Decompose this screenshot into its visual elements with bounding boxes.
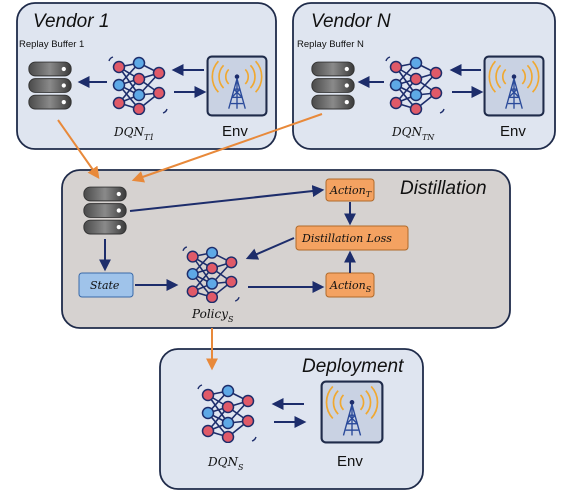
policy-s-label: PolicyS [191, 307, 234, 324]
state-label: State [90, 279, 120, 292]
vendor-1-env-label: Env [222, 123, 248, 140]
vendor-n-panel: Vendor N Replay Buffer N DQNTN Env [292, 2, 556, 150]
distillation-title: Distillation [400, 178, 487, 199]
dqn-t1-label: DQNT1 [113, 125, 154, 142]
replay-buffer-n-label: Replay Buffer N [297, 39, 364, 50]
vendor-n-title: Vendor N [311, 11, 391, 32]
replay-buffer-1-label: Replay Buffer 1 [19, 39, 84, 50]
env-antenna-icon [206, 55, 268, 117]
state-box [78, 272, 134, 298]
orange-flow-arrows [57, 113, 323, 371]
deployment-env-label: Env [337, 453, 363, 470]
distillation-panel: Distillation ActionT Distillation Loss A… [61, 169, 511, 329]
distillation-loss-box [295, 225, 409, 251]
distillation-loss-label: Distillation Loss [301, 232, 392, 245]
vendor-n-env-label: Env [500, 123, 526, 140]
vendor-1-title: Vendor 1 [33, 11, 109, 32]
action-t-box [325, 178, 375, 202]
env-antenna-icon [320, 380, 384, 444]
env-antenna-icon [483, 55, 545, 117]
deployment-panel: Deployment DQNS Env [159, 348, 424, 490]
database-icon [28, 61, 72, 110]
dqn-s-label: DQNS [207, 455, 244, 472]
database-icon [83, 186, 127, 235]
vendor-1-panel: Vendor 1 Replay Buffer 1 DQNT1 Env [16, 2, 277, 150]
dqn-tn-label: DQNTN [391, 125, 435, 142]
action-t-label: ActionT [329, 184, 372, 199]
action-s-label: ActionS [329, 279, 372, 294]
database-icon [311, 61, 355, 110]
deployment-title: Deployment [302, 356, 404, 377]
